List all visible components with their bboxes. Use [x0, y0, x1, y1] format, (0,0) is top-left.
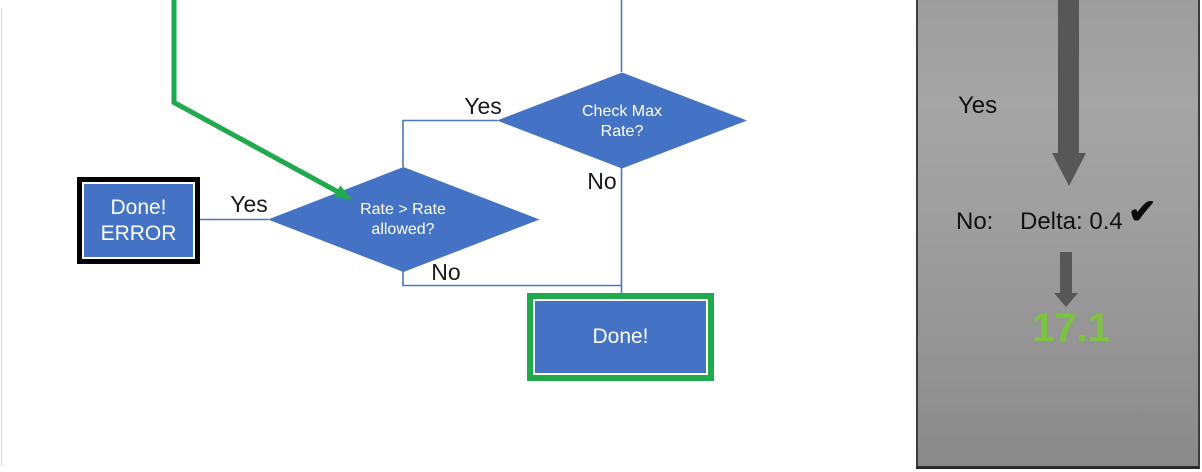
small-down-arrow-icon — [1060, 252, 1072, 293]
decision-check-max-rate-shape — [497, 72, 747, 169]
done-error-box: Done! ERROR — [77, 177, 200, 264]
connector-rate-no — [402, 271, 622, 287]
done-error-box-fill: Done! ERROR — [84, 184, 193, 257]
branch-label-rate-yes: Yes — [230, 191, 268, 217]
done-box-label: Done! — [592, 325, 649, 348]
green-arrow-line — [171, 0, 342, 196]
small-down-arrowhead-icon — [1054, 293, 1078, 307]
decision-check-max-rate-label: Check Max Rate? — [542, 102, 702, 142]
panel-yes-label: Yes — [958, 92, 998, 119]
panel-delta-value: Delta: 0.4 — [1020, 208, 1123, 235]
side-panel: Yes No: Delta: 0.4 ✔ 17.1 — [916, 0, 1200, 469]
check-max-line1: Check Max — [581, 103, 663, 120]
done-box: Done! — [527, 293, 714, 381]
done-error-line2: ERROR — [100, 221, 177, 245]
rate-allowed-line2: allowed? — [371, 221, 435, 238]
check-max-line2: Rate? — [600, 123, 644, 140]
connector-lines — [199, 0, 623, 293]
slide-edge-line — [1, 8, 2, 466]
down-arrow-icon — [1058, 0, 1079, 153]
connector-check-max-yes — [402, 119, 498, 167]
branch-label-check-max-no: No — [587, 168, 617, 194]
decision-rate-allowed-label: Rate > Rate allowed? — [323, 200, 483, 240]
done-error-line1: Done! — [110, 195, 167, 219]
result-value: 17.1 — [1032, 306, 1110, 350]
rate-allowed-line1: Rate > Rate — [360, 201, 446, 218]
green-arrow — [171, 0, 352, 200]
down-arrowhead-icon — [1052, 153, 1086, 186]
branch-label-rate-no: No — [431, 259, 461, 285]
done-box-fill: Done! — [535, 301, 706, 373]
panel-no-label: No: — [956, 208, 994, 235]
checkmark-icon: ✔ — [1128, 193, 1157, 231]
branch-label-check-max-yes: Yes — [464, 93, 502, 119]
green-arrowhead-icon — [333, 185, 352, 200]
